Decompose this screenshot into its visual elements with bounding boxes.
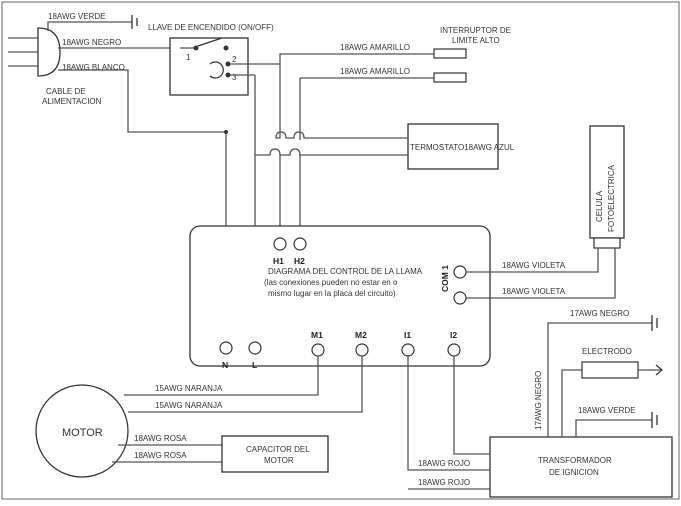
electrode-wire-black-vertical-label: 17AWG NEGRO	[534, 371, 543, 430]
terminal-M2-label: M2	[355, 330, 367, 340]
thermostat-box	[407, 123, 499, 170]
capacitor-label-line1: CAPACITOR DEL	[246, 445, 310, 454]
power-cord-label-line1: CABLE DE	[46, 87, 86, 96]
wire-orange-1	[124, 356, 319, 396]
electrode-wire-black-top-label: 17AWG NEGRO	[570, 309, 629, 318]
switch-terminal-2: 2	[232, 55, 237, 64]
power-wire-black-label: 18AWG NEGRO	[62, 38, 121, 47]
terminal-H2	[293, 237, 307, 251]
transformer-box	[489, 436, 673, 498]
terminal-I2-label: I2	[450, 330, 457, 340]
wire-blue-1	[275, 64, 408, 139]
wire-blue-2	[255, 148, 408, 156]
power-plug	[8, 27, 61, 77]
terminal-COM1-label: COM 1	[440, 265, 450, 292]
motor-wire-orange-1-label: 15AWG NARANJA	[155, 384, 223, 393]
wire-green-transformer	[575, 419, 652, 437]
terminal-H2-label: H2	[294, 256, 305, 266]
terminal-I1-label: I1	[404, 330, 411, 340]
electrode-label: ELECTRODO	[582, 347, 632, 356]
transformer-wire-red-1-label: 18AWG ROJO	[418, 459, 470, 468]
terminal-M1	[311, 343, 325, 357]
terminal-COM1-b	[453, 291, 467, 305]
switch-box	[169, 37, 249, 96]
control-label-line3: mismo lugar en la placa del circuito)	[268, 289, 396, 298]
limit-terminal-2	[433, 72, 467, 83]
terminal-M1-label: M1	[311, 330, 323, 340]
terminal-N-label: N	[222, 360, 228, 370]
transformer-label-line2: DE IGNICION	[549, 468, 599, 477]
flame-control-board	[189, 225, 491, 367]
terminal-M2	[355, 343, 369, 357]
control-label-line1: DIAGRAMA DEL CONTROL DE LA LLAMA	[268, 267, 423, 276]
capacitor-label-line2: MOTOR	[264, 456, 294, 465]
limit-switch-label-line2: LIMITE ALTO	[452, 36, 500, 45]
wire-green-ground	[47, 21, 132, 31]
power-wire-green-label: 18AWG VERDE	[48, 12, 106, 21]
terminal-I1	[401, 343, 415, 357]
limit-wire-2-label: 18AWG AMARILLO	[340, 67, 410, 76]
motor-wire-pink-2-label: 18AWG ROSA	[134, 451, 187, 460]
wire-red-2	[453, 356, 490, 455]
wire-yellow-1	[279, 53, 434, 64]
plug-body	[37, 27, 61, 77]
limit-wire-1-label: 18AWG AMARILLO	[340, 43, 410, 52]
transformer-label-line1: TRANSFORMADOR	[538, 456, 612, 465]
electrode-body	[581, 361, 639, 379]
switch-terminal-1: 1	[186, 53, 191, 62]
wire-red-1	[407, 356, 490, 471]
power-cord-label-line2: ALIMENTACION	[42, 97, 102, 106]
terminal-H1-label: H1	[273, 256, 284, 266]
electrode-tip	[655, 364, 663, 376]
power-wire-white-label: 18AWG BLANCO	[62, 63, 125, 72]
terminal-H1	[273, 237, 287, 251]
motor-wire-pink-1-label: 18AWG ROSA	[134, 434, 187, 443]
wire-violet-2	[466, 248, 616, 299]
motor-wire-orange-2-label: 15AWG NARANJA	[155, 401, 223, 410]
photocell-wire-1-label: 18AWG VIOLETA	[502, 261, 566, 270]
limit-terminal-1	[433, 48, 467, 59]
photocell-base	[593, 237, 621, 249]
photocell-label-line2: FOTOELECTRICA	[607, 164, 616, 232]
terminal-N	[219, 341, 233, 355]
transformer-wire-green-label: 18AWG VERDE	[578, 406, 636, 415]
thermostat-label: TERMOSTATO18AWG AZUL	[410, 143, 515, 152]
motor-label: MOTOR	[62, 427, 103, 439]
control-label-line2: (las conexiones pueden no estar en o	[264, 278, 398, 287]
terminal-L	[248, 341, 262, 355]
photocell-box	[589, 125, 625, 239]
photocell-label-line1: CELULA	[595, 190, 604, 222]
photocell-wire-2-label: 18AWG VIOLETA	[502, 287, 566, 296]
switch-title: LLAVE DE ENCENDIDO (ON/OFF)	[148, 23, 274, 32]
wire-black-electrode	[561, 369, 582, 437]
terminal-L-label: L	[252, 360, 257, 370]
capacitor-box	[221, 435, 329, 473]
wire-black-electrode-top	[547, 322, 652, 437]
wire-orange-2	[128, 356, 363, 413]
motor-circle	[35, 384, 129, 478]
switch-terminal-3: 3	[232, 73, 237, 82]
terminal-COM1-a	[453, 265, 467, 279]
limit-switch-label-line1: INTERRUPTOR DE	[440, 26, 511, 35]
terminal-I2	[447, 343, 461, 357]
wire-violet-1	[466, 248, 599, 273]
wire-white-neutral	[58, 69, 226, 133]
transformer-wire-red-2-label: 18AWG ROJO	[418, 478, 470, 487]
